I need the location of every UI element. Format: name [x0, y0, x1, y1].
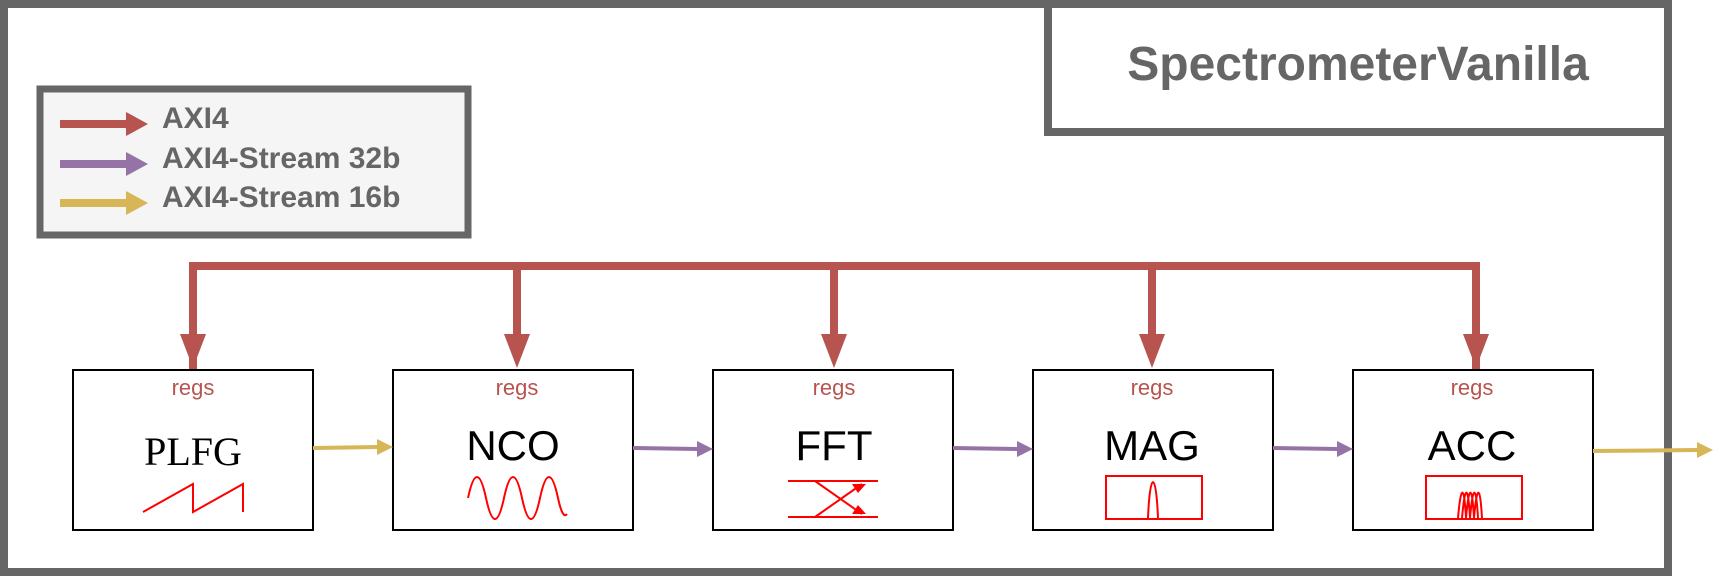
sine-wave-icon	[467, 476, 568, 520]
block-acc: regs ACC	[1352, 369, 1594, 531]
title-box	[1044, 0, 1672, 136]
stream-mag-to-acc	[1272, 441, 1353, 457]
block-nco-regs: regs	[496, 375, 539, 400]
axi4-arrowhead-fft	[821, 334, 847, 368]
page-title: SpectrometerVanilla	[1127, 38, 1589, 91]
spectrum-peak-icon	[1105, 475, 1203, 520]
legend-label-axi4: AXI4	[162, 102, 229, 135]
block-mag: regs MAG	[1032, 369, 1274, 531]
stream-fft-to-mag	[952, 441, 1033, 457]
block-fft: regs FFT	[712, 369, 954, 531]
stream-plfg-to-nco	[312, 439, 393, 455]
block-nco: regs NCO	[392, 369, 634, 531]
legend-arrowhead-axi4	[126, 112, 148, 136]
block-fft-label: FFT	[796, 422, 873, 469]
legend-label-stream16: AXI4-Stream 16b	[162, 181, 400, 214]
axi4-arrowhead-mag	[1139, 334, 1165, 368]
block-mag-regs: regs	[1131, 375, 1174, 400]
axi4-arrowhead-plfg	[180, 334, 206, 368]
block-nco-box	[392, 369, 634, 531]
axi4-bus	[180, 262, 1489, 370]
block-plfg: regs PLFG	[72, 369, 314, 531]
axi4-arrowhead-nco	[504, 334, 530, 368]
stream-acc-output	[1592, 442, 1713, 458]
sawtooth-icon	[142, 482, 244, 514]
legend-item-axi4: AXI4	[60, 102, 229, 136]
block-plfg-label: PLFG	[144, 429, 242, 474]
legend-item-stream32: AXI4-Stream 32b	[60, 142, 400, 176]
block-plfg-regs: regs	[172, 375, 215, 400]
block-nco-label: NCO	[466, 422, 559, 469]
legend-label-stream32: AXI4-Stream 32b	[162, 142, 400, 175]
block-mag-label: MAG	[1104, 422, 1200, 469]
block-mag-box	[1032, 369, 1274, 531]
butterfly-icon	[788, 480, 878, 518]
accumulated-spectrum-icon	[1425, 475, 1523, 520]
legend-arrowhead-stream32	[126, 152, 148, 176]
axi4-arrowhead-acc	[1463, 334, 1489, 368]
legend-arrowhead-stream16	[126, 191, 148, 215]
stream-nco-to-fft	[632, 441, 713, 457]
block-acc-label: ACC	[1428, 422, 1517, 469]
legend-item-stream16: AXI4-Stream 16b	[60, 181, 400, 215]
block-acc-regs: regs	[1451, 375, 1494, 400]
block-fft-regs: regs	[813, 375, 856, 400]
